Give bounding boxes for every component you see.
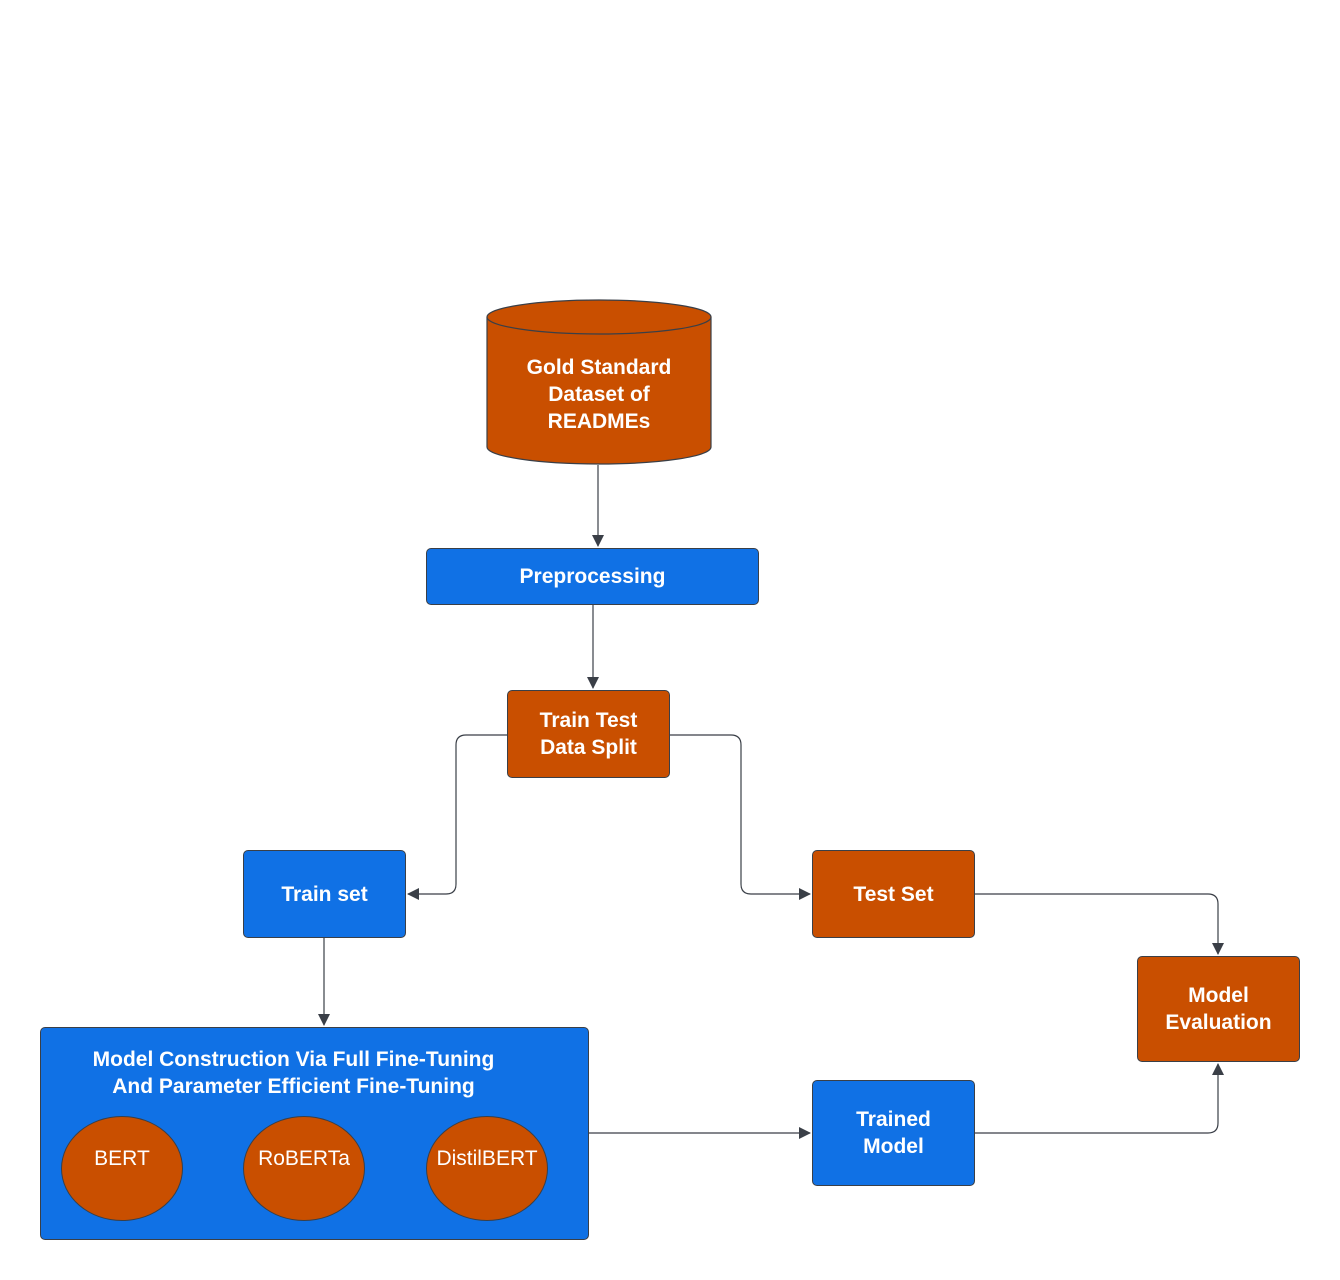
train-set-node: Train set xyxy=(243,850,406,938)
model-construction-label: Model Construction Via Full Fine-Tuning … xyxy=(92,1048,495,1098)
edge-trained-to-eval xyxy=(975,1063,1224,1134)
model-roberta-label: RoBERTa xyxy=(258,1147,350,1170)
trained-model-node: Trained Model xyxy=(812,1080,975,1186)
trained-model-label: Trained Model xyxy=(856,1108,931,1158)
preprocessing-label: Preprocessing xyxy=(519,565,666,588)
test-set-label: Test Set xyxy=(853,882,934,906)
preprocessing-node: Preprocessing xyxy=(426,548,759,605)
train-test-split-node: Train Test Data Split xyxy=(507,690,670,778)
model-bert-label: BERT xyxy=(94,1147,150,1170)
train-set-label: Train set xyxy=(281,882,368,906)
model-distilbert-ellipse: DistilBERT xyxy=(426,1116,548,1221)
model-distilbert-label: DistilBERT xyxy=(436,1147,538,1170)
train-test-split-label: Train Test Data Split xyxy=(539,709,638,759)
model-evaluation-node: Model Evaluation xyxy=(1137,956,1300,1062)
edge-split-to-testset xyxy=(670,734,811,900)
model-roberta-ellipse: RoBERTa xyxy=(243,1116,365,1221)
dataset-label: Gold Standard Dataset of READMEs xyxy=(526,356,672,433)
model-evaluation-label: Model Evaluation xyxy=(1165,984,1272,1034)
dataset-cylinder-node: Gold Standard Dataset of READMEs xyxy=(486,299,712,465)
cylinder-shape xyxy=(486,299,712,465)
edge-testset-to-eval xyxy=(975,893,1224,955)
model-construction-node: Model Construction Via Full Fine-Tuning … xyxy=(40,1027,589,1240)
test-set-node: Test Set xyxy=(812,850,975,938)
edge-split-to-trainset xyxy=(407,734,507,900)
model-bert-ellipse: BERT xyxy=(61,1116,183,1221)
